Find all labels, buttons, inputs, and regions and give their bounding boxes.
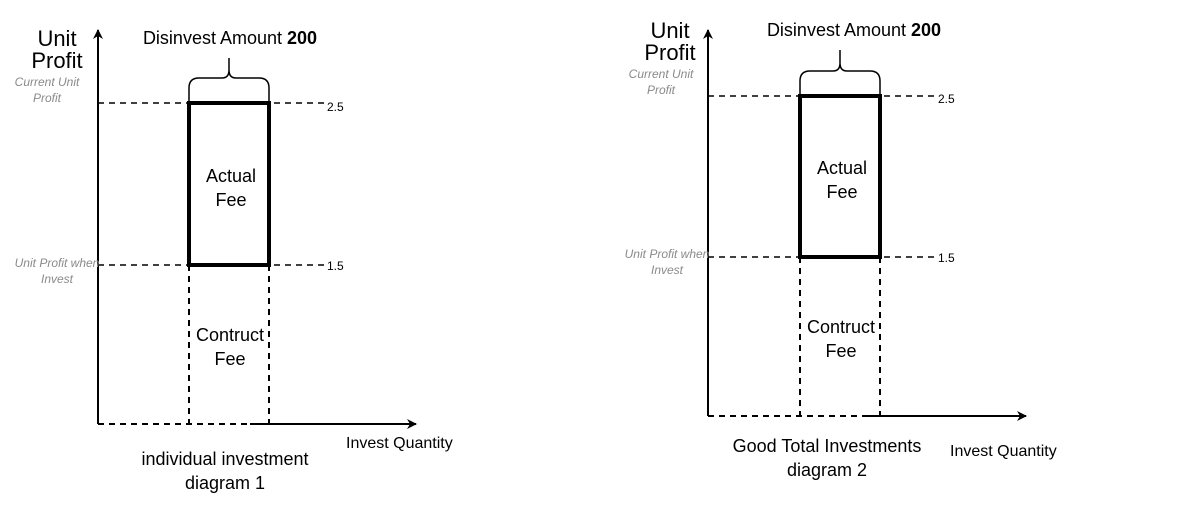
upper-tick-label: 2.5 — [327, 100, 344, 114]
annotation-line: Current Unit — [14, 75, 80, 89]
actual-fee-label-line: Actual — [205, 166, 257, 186]
diagram-caption: individual investment diagram 1 — [115, 447, 335, 495]
actual-fee-label: Actual Fee — [800, 156, 884, 204]
actual-fee-box — [187, 101, 271, 267]
annotation-line: Invest — [650, 263, 683, 277]
caption-line: individual investment — [141, 449, 309, 469]
annotation-line: Current Unit — [628, 67, 694, 81]
contract-fee-label-line: Contruct — [195, 325, 265, 345]
disinvest-amount-label: Disinvest Amount 200 — [120, 28, 340, 49]
contract-fee-label-line: Fee — [214, 349, 246, 369]
contract-fee-label-line: Contruct — [806, 317, 876, 337]
current-unit-profit-annotation: Current Unit Profit — [4, 74, 90, 106]
contract-fee-label: Contruct Fee — [189, 323, 271, 371]
disinvest-amount-label: Disinvest Amount 200 — [744, 20, 964, 41]
y-axis-title: Unit Profit — [637, 20, 703, 64]
actual-fee-box — [798, 94, 882, 259]
caption-line: diagram 2 — [786, 460, 868, 480]
lower-tick-label: 1.5 — [327, 259, 344, 273]
actual-fee-label-line: Actual — [816, 158, 868, 178]
annotation-line: Unit Profit when — [14, 256, 100, 270]
disinvest-amount-text: Disinvest Amount — [142, 28, 287, 48]
lower-tick-label: 1.5 — [938, 251, 955, 265]
disinvest-amount-value: 200 — [911, 20, 942, 40]
contract-fee-label: Contruct Fee — [800, 315, 882, 363]
annotation-line: Profit — [646, 83, 675, 97]
disinvest-amount-text: Disinvest Amount — [766, 20, 911, 40]
disinvest-brace — [188, 58, 270, 103]
invest-unit-profit-annotation: Unit Profit when Invest — [612, 246, 722, 278]
diagram-2 — [703, 29, 1027, 421]
diagram-caption: Good Total Investments diagram 2 — [707, 434, 947, 482]
y-axis-title-line: Unit — [650, 18, 690, 43]
diagram-1 — [93, 29, 417, 429]
caption-line: diagram 1 — [184, 473, 266, 493]
actual-fee-label-line: Fee — [215, 190, 247, 210]
y-axis-title-line: Unit — [37, 26, 77, 51]
annotation-line: Profit — [32, 91, 61, 105]
actual-fee-label-line: Fee — [826, 182, 858, 202]
caption-line: Good Total Investments — [732, 436, 922, 456]
y-axis-title-line: Profit — [644, 40, 696, 65]
contract-fee-label-line: Fee — [825, 341, 857, 361]
annotation-line: Unit Profit when — [624, 247, 710, 261]
invest-unit-profit-annotation: Unit Profit when Invest — [2, 255, 112, 287]
actual-fee-label: Actual Fee — [189, 164, 273, 212]
disinvest-brace — [799, 50, 881, 96]
disinvest-amount-value: 200 — [287, 28, 318, 48]
y-axis-title-line: Profit — [31, 48, 83, 73]
upper-tick-label: 2.5 — [938, 92, 955, 106]
annotation-line: Invest — [40, 272, 73, 286]
x-axis-title: Invest Quantity — [950, 443, 1057, 460]
current-unit-profit-annotation: Current Unit Profit — [616, 66, 706, 98]
y-axis-title: Unit Profit — [24, 28, 90, 72]
x-axis-title: Invest Quantity — [346, 435, 453, 452]
